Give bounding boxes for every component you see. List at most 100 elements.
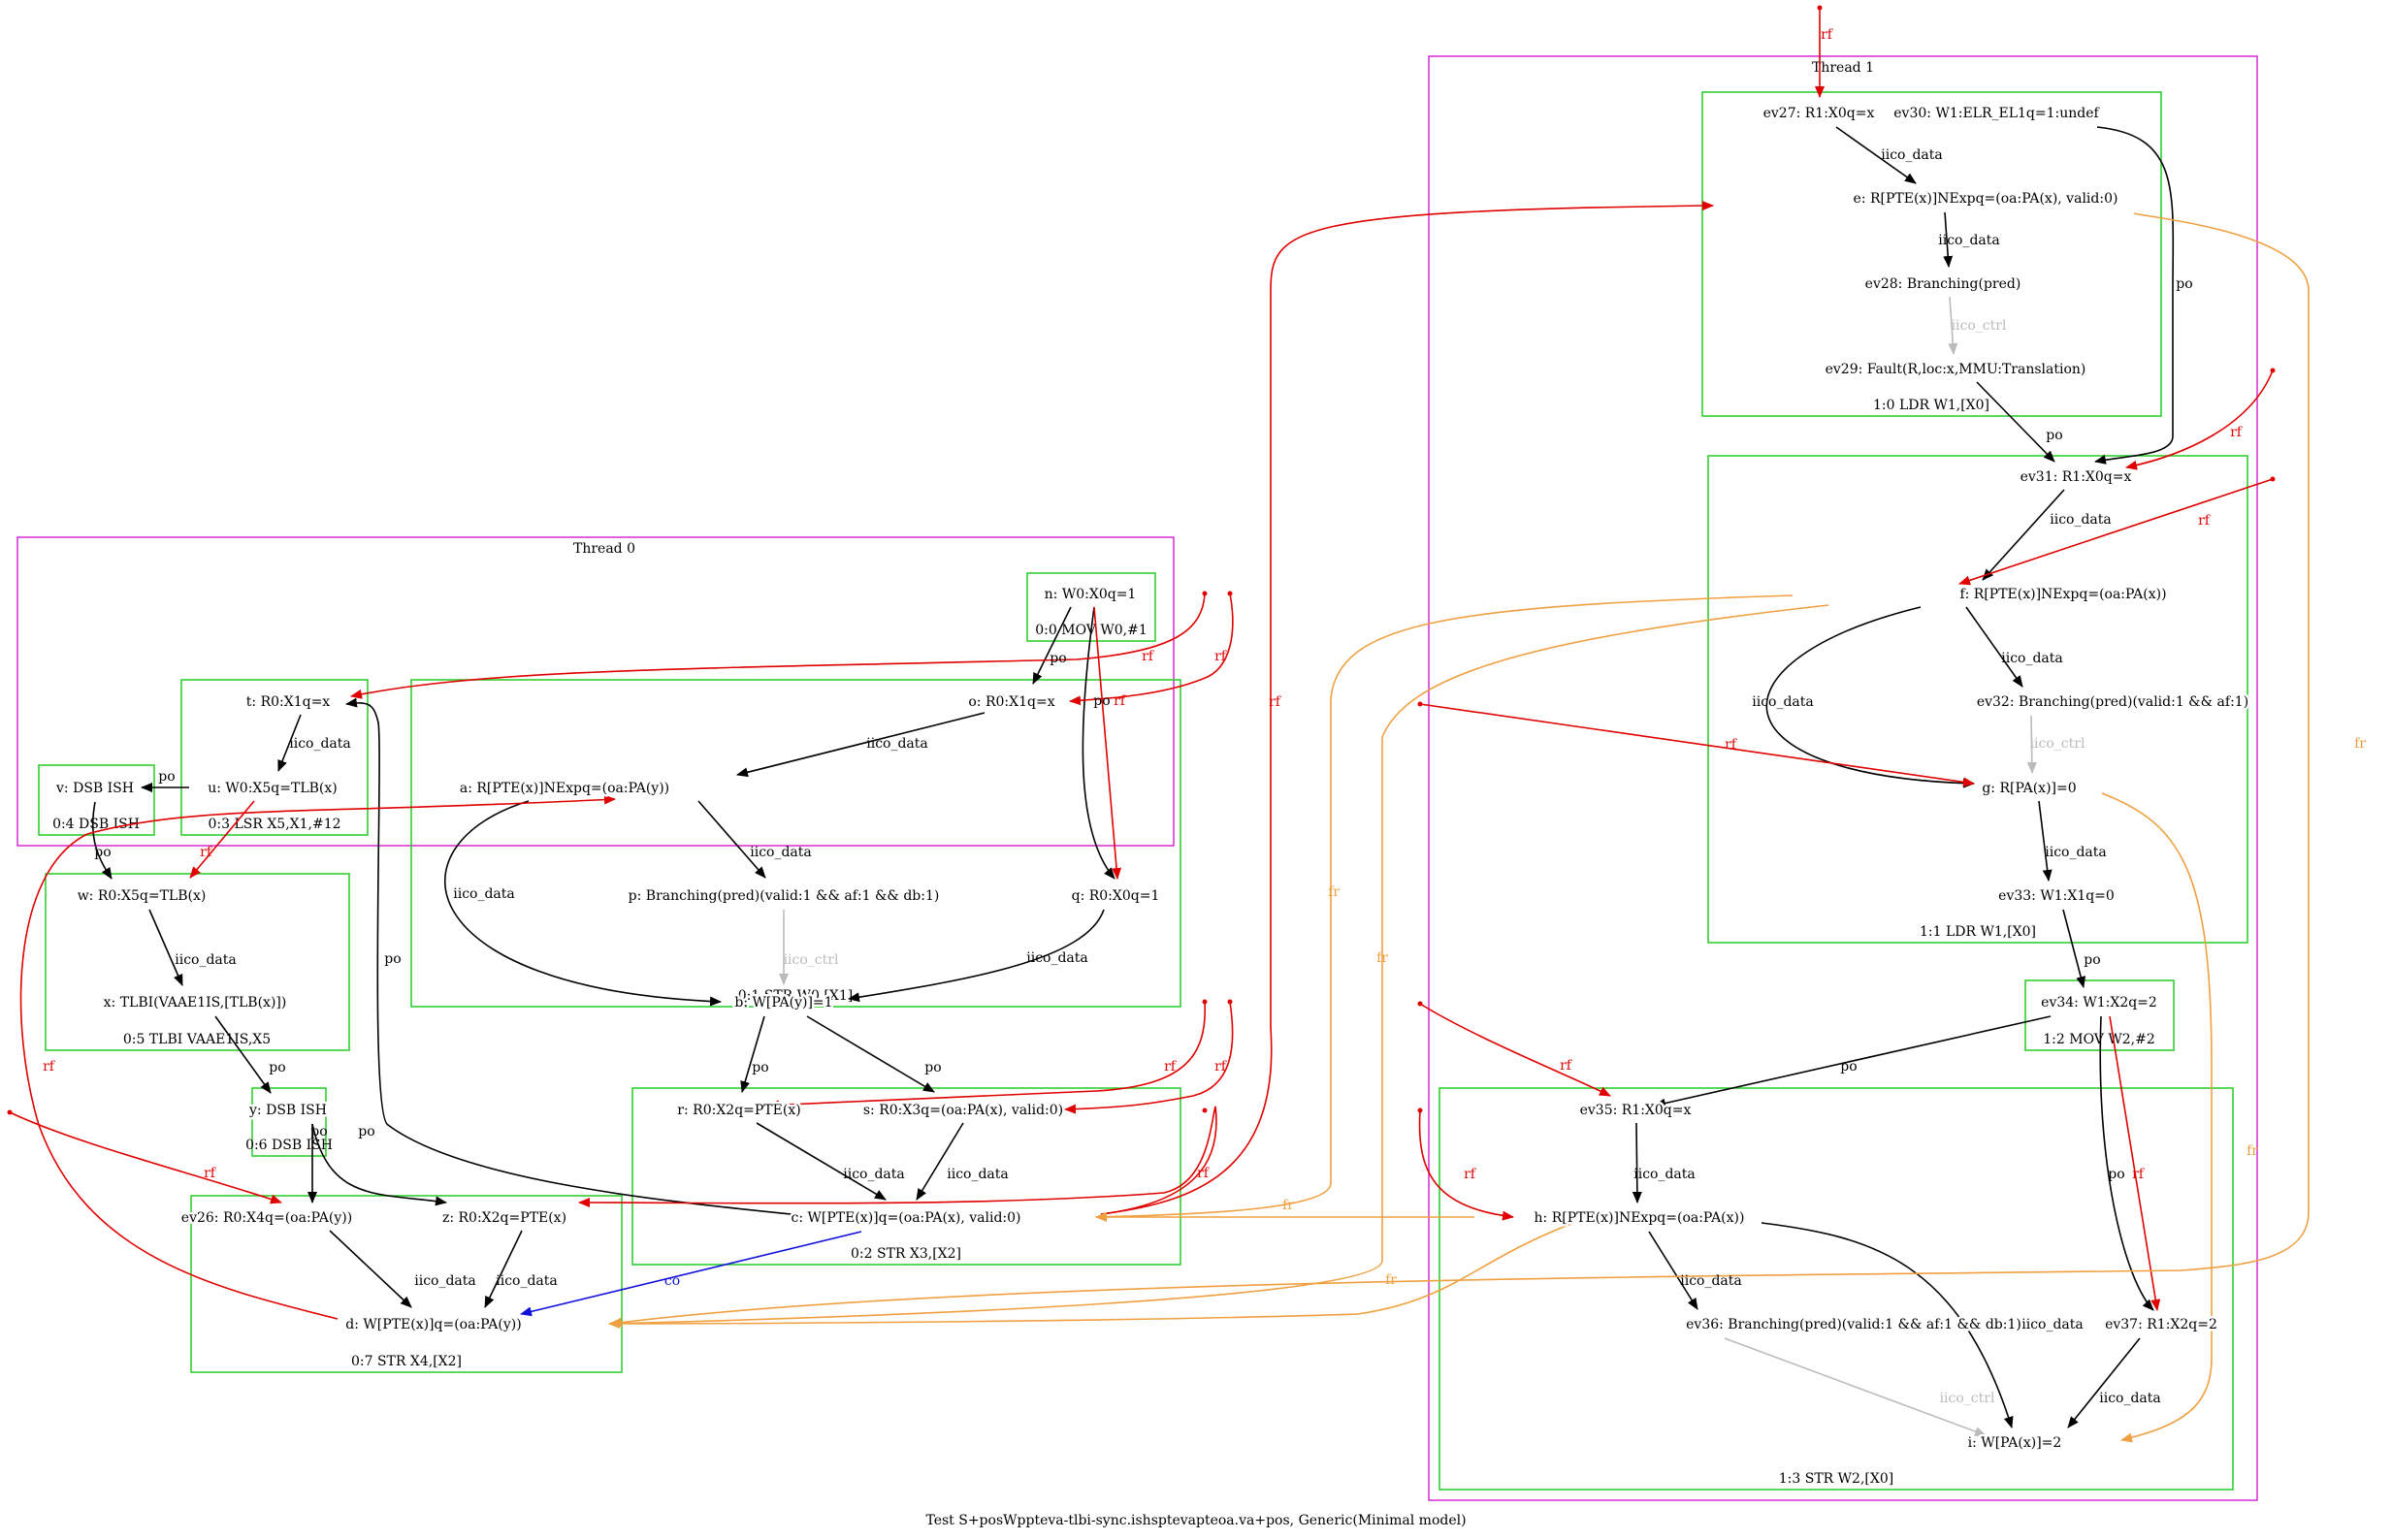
- edge-label-po: po: [94, 845, 111, 860]
- init-write-dot: [1202, 591, 1208, 596]
- instruction-box: [410, 679, 1181, 1008]
- edge-label-co: co: [664, 1273, 680, 1289]
- edge-label-po: po: [2084, 952, 2100, 968]
- edge-po: [214, 1015, 272, 1094]
- edge-label-po: po: [2108, 1167, 2124, 1182]
- edge-rf: [1093, 606, 1122, 880]
- edge-label-rf: rf: [1164, 1059, 1178, 1075]
- event-node-r: r: R0:X2q=PTE(x): [677, 1103, 800, 1118]
- edge-label-po: po: [158, 769, 175, 785]
- edge-iico_data: [443, 800, 722, 1007]
- thread-box-t1: [1428, 55, 2258, 1501]
- edge-label-rf: rf: [1821, 27, 1834, 43]
- event-node-ev31: ev31: R1:X0q=x: [2020, 469, 2132, 485]
- instruction-label: 0:7 STR X4,[X2]: [351, 1354, 462, 1369]
- instruction-box: [1438, 1087, 2234, 1491]
- edge-co: [520, 1231, 862, 1317]
- edge-label-iico_ctrl: iico_ctrl: [1940, 1391, 1995, 1406]
- init-write-dot: [2270, 476, 2276, 482]
- edge-label-fr: fr: [1282, 1198, 1294, 1213]
- edge-fr: [608, 1223, 1572, 1329]
- event-node-ev30: ev30: W1:ELR_EL1q=1:undef: [1893, 106, 2100, 121]
- thread-box-t0: [16, 536, 1175, 847]
- edge-po: [345, 697, 801, 1216]
- edge-label-iico_data: iico_data: [2045, 845, 2107, 860]
- instruction-box: [251, 1087, 327, 1157]
- instruction-box: [631, 1087, 1181, 1266]
- edge-rf: [767, 1001, 1207, 1110]
- edge-rf: [2125, 369, 2274, 470]
- instruction-label: 0:4 DSB ISH: [52, 817, 140, 832]
- event-node-o: o: R0:X1q=x: [968, 694, 1054, 710]
- event-node-w: w: R0:X5q=TLB(x): [78, 888, 207, 904]
- init-write-dot: [1202, 1107, 1208, 1113]
- edge-label-iico_data: iico_data: [496, 1273, 558, 1289]
- event-node-ev36: ev36: Branching(pred)(valid:1 && af:1 &&…: [1686, 1317, 2021, 1332]
- init-write-dot: [1227, 999, 1233, 1005]
- edge-rf: [350, 593, 1206, 699]
- event-node-u: u: W0:X5q=TLB(x): [208, 781, 338, 796]
- edge-label-rf: rf: [43, 1059, 56, 1075]
- edge-label-rf: rf: [1214, 1059, 1228, 1075]
- edge-fr: [2101, 792, 2213, 1443]
- edge-po: [740, 1015, 765, 1093]
- edge-label-rf: rf: [1197, 1166, 1211, 1181]
- edge-label-iico_data: iico_data: [2001, 651, 2063, 666]
- edge-po: [2099, 1015, 2154, 1311]
- edge-po: [91, 801, 113, 880]
- edge-label-rf: rf: [2132, 1167, 2146, 1182]
- edge-rf: [19, 794, 616, 1320]
- edge-rf: [1064, 1001, 1234, 1114]
- event-node-v: v: DSB ISH: [55, 781, 134, 796]
- edge-label-iico_data: iico_data: [175, 952, 237, 968]
- edge-iico_data: [277, 714, 302, 772]
- edge-label-iico_data: iico_data: [1752, 694, 1814, 710]
- edge-label-iico_data: iico_data: [2050, 512, 2112, 528]
- edge-label-iico_data: iico_data: [2021, 1317, 2084, 1332]
- edge-label-iico_data: iico_data: [750, 845, 812, 860]
- edge-iico_data: [916, 1122, 964, 1201]
- init-write-dot: [1417, 1001, 1423, 1007]
- edge-po: [806, 1015, 935, 1093]
- edge-label-iico_data: iico_data: [1881, 147, 1943, 163]
- edge-label-rf: rf: [204, 1166, 217, 1181]
- instruction-label: 1:2 MOV W2,#2: [2043, 1032, 2155, 1047]
- event-node-y: y: DSB ISH: [248, 1103, 327, 1118]
- instruction-label: 1:3 STR W2,[X0]: [1779, 1471, 1893, 1487]
- edge-iico_ctrl: [1724, 1337, 1987, 1436]
- edge-label-iico_data: iico_data: [866, 736, 928, 752]
- event-node-b: b: W[PA(y)]=1: [734, 995, 832, 1011]
- event-node-ev34: ev34: W1:X2q=2: [2041, 995, 2157, 1011]
- edge-label-iico_data: iico_data: [453, 886, 515, 902]
- instruction-label: 0:2 STR X3,[X2]: [851, 1246, 961, 1262]
- init-write-dot: [1202, 999, 1208, 1005]
- edge-label-iico_ctrl: iico_ctrl: [784, 952, 839, 968]
- edge-label-rf: rf: [200, 845, 213, 860]
- edge-label-po: po: [1840, 1059, 1857, 1075]
- edge-label-fr: fr: [1385, 1272, 1397, 1288]
- edge-label-po: po: [269, 1060, 285, 1075]
- edge-iico_data: [1648, 1231, 1698, 1310]
- event-node-n: n: W0:X0q=1: [1045, 587, 1137, 602]
- event-node-z: z: R0:X2q=PTE(x): [442, 1210, 566, 1226]
- edge-label-fr: fr: [2247, 1143, 2258, 1159]
- init-write-dot: [1417, 701, 1423, 707]
- edge-iico_data: [1632, 1122, 1642, 1203]
- edge-rf: [578, 1106, 1217, 1215]
- edge-iico_ctrl: [1948, 296, 1958, 355]
- init-write-dot: [1417, 1107, 1423, 1113]
- edge-iico_data: [1761, 1222, 2014, 1428]
- edge-label-iico_data: iico_data: [1680, 1273, 1742, 1289]
- event-node-ev33: ev33: W1:X1q=0: [1998, 888, 2115, 904]
- edge-po: [1654, 1015, 2052, 1108]
- init-write-dot: [1227, 591, 1233, 596]
- edge-label-rf: rf: [1560, 1058, 1573, 1074]
- instruction-label: 0:6 DSB ISH: [245, 1138, 333, 1153]
- event-node-ev29: ev29: Fault(R,loc:x,MMU:Translation): [1826, 362, 2086, 377]
- edge-rf: [1100, 201, 1714, 1215]
- event-node-h: h: R[PTE(x)]NExpq=(oa:PA(x)): [1535, 1210, 1745, 1226]
- edge-label-po: po: [384, 951, 401, 967]
- edge-label-po: po: [752, 1060, 768, 1075]
